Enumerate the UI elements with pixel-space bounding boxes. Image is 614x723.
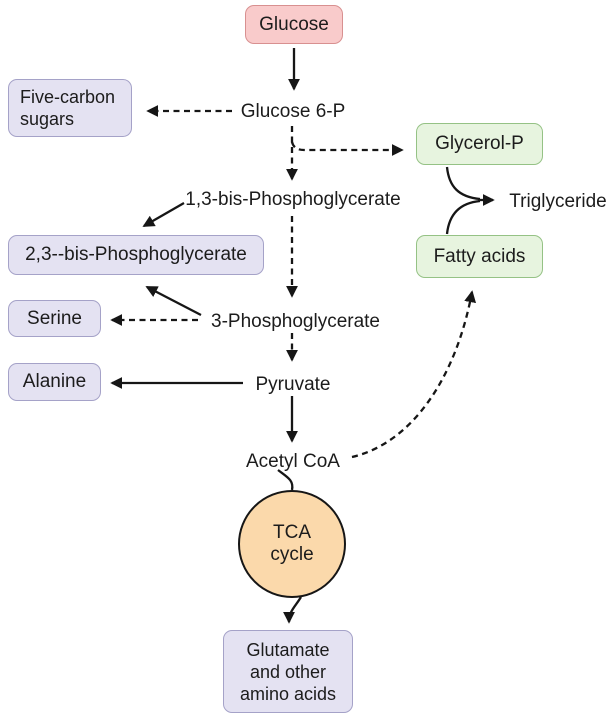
node-fatty-acids: Fatty acids bbox=[416, 235, 543, 278]
node-serine-label: Serine bbox=[27, 307, 82, 329]
arrow-glucose6p-to-glycerol-p bbox=[290, 141, 404, 156]
node-five-carbon-sugars-label: Five-carbon sugars bbox=[20, 87, 116, 129]
node-glucose: Glucose bbox=[245, 5, 343, 44]
label-acetyl-coa: Acetyl CoA bbox=[246, 451, 340, 472]
label-triglyceride: Triglyceride bbox=[509, 191, 607, 212]
arrow-13bpg-to-23bpg bbox=[142, 202, 185, 227]
node-fatty-acids-label: Fatty acids bbox=[433, 245, 526, 267]
label-3pg: 3-Phosphoglycerate bbox=[211, 311, 380, 332]
node-glutamate-label: Glutamate and other amino acids bbox=[239, 639, 337, 704]
node-23bpg-label: 2,3--bis-Phosphoglycerate bbox=[25, 244, 247, 265]
node-glutamate: Glutamate and other amino acids bbox=[223, 630, 353, 713]
node-glycerol-p-label: Glycerol-P bbox=[435, 133, 524, 154]
node-glycerol-p: Glycerol-P bbox=[416, 123, 543, 165]
label-pyruvate: Pyruvate bbox=[255, 374, 331, 395]
label-13bpg: 1,3-bis-Phosphoglycerate bbox=[185, 189, 401, 210]
node-alanine: Alanine bbox=[8, 363, 101, 401]
arrow-tca-to-glutamate bbox=[283, 596, 302, 624]
node-tca-cycle: TCA cycle bbox=[238, 490, 346, 598]
label-glucose6p: Glucose 6-P bbox=[240, 101, 346, 122]
node-alanine-label: Alanine bbox=[22, 371, 87, 392]
arrow-acetyl-coa-to-fatty-acids bbox=[351, 290, 477, 459]
node-tca-cycle-label: TCA cycle bbox=[270, 522, 314, 565]
node-glucose-label: Glucose bbox=[259, 13, 329, 35]
node-serine: Serine bbox=[8, 300, 101, 337]
node-five-carbon-sugars: Five-carbon sugars bbox=[8, 79, 132, 137]
curve-fatty-acids-to-triglyceride bbox=[445, 199, 481, 235]
arrow-acetyl-coa-to-tca bbox=[277, 469, 294, 491]
curve-glycerol-p-to-triglyceride bbox=[445, 166, 481, 201]
node-23bpg: 2,3--bis-Phosphoglycerate bbox=[8, 235, 264, 275]
arrow-3pg-to-23bpg bbox=[145, 285, 202, 317]
